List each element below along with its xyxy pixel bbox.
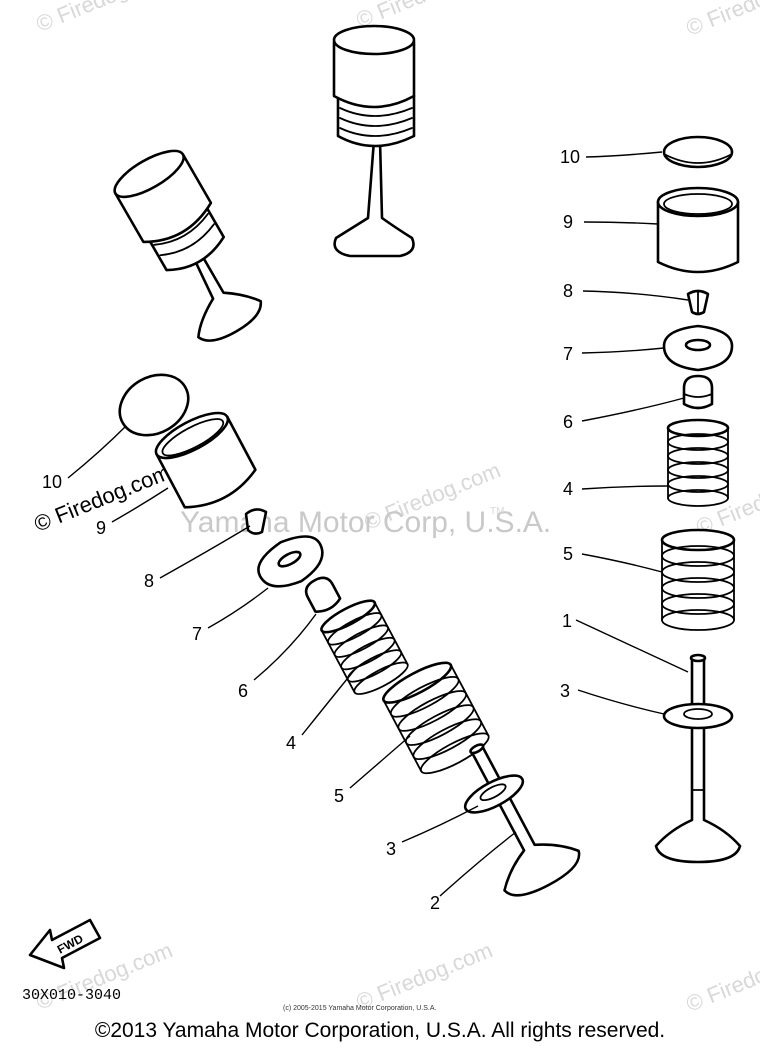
label-6-right: 6 bbox=[563, 412, 573, 432]
label-3-right: 3 bbox=[560, 681, 570, 701]
top-left-valve-assembly bbox=[113, 149, 263, 342]
leader-lines-right bbox=[575, 151, 689, 715]
spring-retainer-left bbox=[257, 535, 324, 588]
label-10-left: 10 bbox=[42, 472, 62, 492]
outer-spring-right bbox=[660, 528, 736, 631]
label-9-right: 9 bbox=[563, 212, 573, 232]
label-10-right: 10 bbox=[560, 147, 580, 167]
diagram-code: 30X010-3040 bbox=[22, 987, 121, 1004]
left-exploded-stack bbox=[118, 373, 581, 897]
label-4-right: 4 bbox=[563, 479, 573, 499]
valve-cotter-left bbox=[244, 508, 268, 535]
spring-seat-left bbox=[463, 774, 525, 814]
shim-right bbox=[662, 135, 734, 169]
inner-spring-left bbox=[320, 599, 409, 695]
part-labels-right: 10 9 8 7 6 4 5 1 3 bbox=[560, 147, 580, 701]
label-6-left: 6 bbox=[238, 681, 248, 701]
valve-right bbox=[654, 653, 742, 864]
inner-spring-right bbox=[666, 418, 730, 507]
part-labels-left: 10 9 8 7 6 4 5 3 2 bbox=[42, 472, 440, 913]
firedog-watermark: © Firedog.com bbox=[683, 939, 760, 1016]
spring-retainer-right bbox=[662, 324, 734, 372]
label-1-right: 1 bbox=[562, 611, 572, 631]
fwd-arrow-icon: FWD bbox=[28, 918, 102, 970]
valve-cotter-right bbox=[686, 289, 710, 316]
firedog-watermark: © Firedog.com bbox=[353, 937, 496, 1014]
yamaha-watermark: Yamaha Motor Corp, U.S.A. bbox=[180, 506, 551, 539]
label-7-right: 7 bbox=[563, 344, 573, 364]
right-exploded-stack bbox=[654, 135, 742, 864]
shim-left bbox=[118, 373, 190, 437]
valve-lifter-right bbox=[656, 186, 740, 274]
label-9-left: 9 bbox=[96, 518, 106, 538]
label-7-left: 7 bbox=[192, 624, 202, 644]
label-8-right: 8 bbox=[563, 281, 573, 301]
small-copyright: (c) 2005-2015 Yamaha Motor Corporation, … bbox=[283, 1005, 436, 1012]
firedog-watermark: © Firedog.com bbox=[33, 0, 176, 37]
trademark-mark: TM bbox=[490, 506, 504, 517]
top-center-valve-assembly bbox=[332, 24, 416, 258]
leader-lines-left bbox=[67, 425, 517, 897]
stem-seal-right bbox=[682, 374, 714, 410]
label-2-left: 2 bbox=[430, 893, 440, 913]
label-3-left: 3 bbox=[386, 839, 396, 859]
spring-seat-right bbox=[662, 702, 734, 730]
firedog-watermark: © Firedog.com bbox=[683, 0, 760, 41]
label-5-right: 5 bbox=[563, 544, 573, 564]
stem-seal-left bbox=[304, 576, 342, 613]
outer-spring-left bbox=[382, 661, 490, 775]
footer-copyright: ©2013 Yamaha Motor Corporation, U.S.A. A… bbox=[94, 1019, 666, 1042]
label-8-left: 8 bbox=[144, 571, 154, 591]
label-4-left: 4 bbox=[286, 733, 296, 753]
valve-lifter-left bbox=[154, 411, 257, 509]
label-5-left: 5 bbox=[334, 786, 344, 806]
